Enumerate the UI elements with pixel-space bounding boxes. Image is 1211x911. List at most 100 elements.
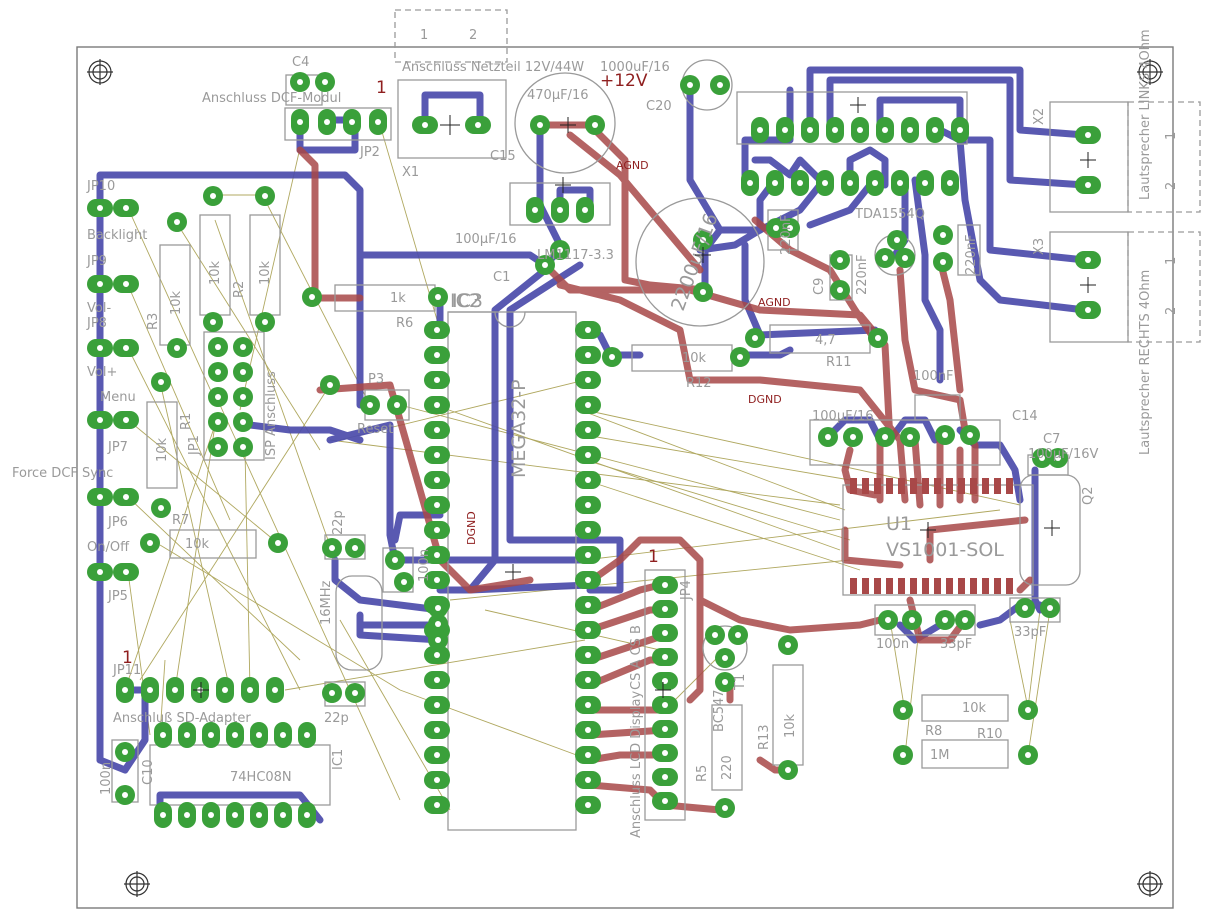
- pad-drill: [735, 632, 741, 638]
- pad-drill: [329, 690, 335, 696]
- pad-drill: [722, 655, 728, 661]
- origin-markers: [193, 97, 1096, 698]
- pad-drill: [1085, 182, 1091, 188]
- u1-label: U1: [886, 513, 912, 535]
- jp9-label: JP9: [86, 254, 107, 269]
- pad-drill: [375, 119, 381, 125]
- pad-drill: [1022, 605, 1028, 611]
- pad-drill: [900, 752, 906, 758]
- pad-drill: [434, 677, 440, 683]
- dgnd-label-2: DGND: [465, 511, 478, 545]
- u1-smd-pad: [898, 478, 905, 494]
- r3-value: 10k: [169, 290, 184, 315]
- pad-drill: [1085, 257, 1091, 263]
- speaker-right-label: Lautsprecher RECHTS 4Ohm: [1138, 270, 1153, 455]
- pad-drill: [897, 180, 903, 186]
- mega-label: MEGA32-P: [508, 379, 530, 478]
- pad-drill: [837, 257, 843, 263]
- pad-drill: [434, 377, 440, 383]
- pad-drill: [907, 434, 913, 440]
- pad-drill: [875, 335, 881, 341]
- r11-label: R11: [826, 355, 852, 370]
- pad-drill: [208, 812, 214, 818]
- pad-drill: [97, 569, 103, 575]
- u1-smd-pad: [934, 578, 941, 594]
- pad-drill: [422, 122, 428, 128]
- pad-drill: [837, 287, 843, 293]
- c-470uf-label: 470µF/16: [527, 88, 588, 103]
- force-dcf-label: Force DCF Sync: [12, 466, 113, 481]
- r6-value: 1k: [390, 291, 406, 306]
- pad-drill: [434, 752, 440, 758]
- pad-drill: [797, 180, 803, 186]
- pad-drill: [210, 319, 216, 325]
- pad-drill: [537, 122, 543, 128]
- u1-smd-pad: [982, 478, 989, 494]
- pad-drill: [737, 354, 743, 360]
- x3-pin1: 1: [1164, 257, 1179, 265]
- pad-drill: [147, 687, 153, 693]
- c7-label: C7: [1043, 432, 1060, 447]
- pad-drill: [907, 127, 913, 133]
- pad-drill: [434, 577, 440, 583]
- pad-drill: [585, 777, 591, 783]
- vol-plus-label: Vol+: [87, 365, 117, 380]
- pad-drill: [297, 119, 303, 125]
- pad-drill: [232, 812, 238, 818]
- pad-drill: [585, 752, 591, 758]
- u1-smd-pad: [922, 478, 929, 494]
- pad-drill: [822, 180, 828, 186]
- u1-smd-pad: [886, 578, 893, 594]
- pad-drill: [585, 602, 591, 608]
- pad-drill: [662, 582, 668, 588]
- t1-value: BC547: [712, 689, 727, 732]
- pad-drill: [123, 417, 129, 423]
- pad-drill: [322, 79, 328, 85]
- onoff-label: On/Off: [87, 540, 130, 555]
- u1-smd-pad: [862, 478, 869, 494]
- u1-smd-pad: [934, 478, 941, 494]
- regulator-label: LM1117-3.3: [537, 248, 614, 263]
- c22p-b: 22p: [324, 711, 349, 726]
- pad-drill: [240, 394, 246, 400]
- pad-drill: [262, 319, 268, 325]
- x2-pin2: 2: [1164, 182, 1179, 190]
- ic1-value: 74HC08N: [230, 770, 292, 785]
- u1-smd-pad: [970, 478, 977, 494]
- pad-drill: [585, 627, 591, 633]
- agnd-label-1: AGND: [616, 159, 649, 172]
- pad-drill: [123, 205, 129, 211]
- r12-value: 10k: [682, 351, 707, 366]
- pad-drill: [215, 394, 221, 400]
- c33pf-a: 33pF: [1014, 625, 1046, 640]
- r3-label: R3: [146, 313, 161, 330]
- pad-drill: [857, 127, 863, 133]
- pad-drill: [97, 345, 103, 351]
- pad-drill: [215, 369, 221, 375]
- pad-drill: [1085, 307, 1091, 313]
- pad-drill: [585, 327, 591, 333]
- pad-drill: [662, 798, 668, 804]
- pad-drill: [184, 732, 190, 738]
- pad-drill: [662, 702, 668, 708]
- backlight-label: Backlight: [87, 228, 147, 243]
- pad-drill: [256, 732, 262, 738]
- jp8-label: JP8: [86, 316, 107, 331]
- pad-drill: [532, 207, 538, 213]
- pad-drill: [434, 402, 440, 408]
- pad-drill: [158, 379, 164, 385]
- u1-smd-pad: [982, 578, 989, 594]
- pad-drill: [329, 545, 335, 551]
- u1-smd-pad: [850, 578, 857, 594]
- jp4-pins: CS A CS B: [629, 625, 644, 690]
- pad-drill: [662, 606, 668, 612]
- u1-smd-pad: [1006, 578, 1013, 594]
- jp11-label: JP11: [112, 663, 141, 678]
- pad-drill: [882, 255, 888, 261]
- pad-drill: [882, 434, 888, 440]
- pad-drill: [174, 345, 180, 351]
- pad-drill: [940, 232, 946, 238]
- r5-label: R5: [695, 765, 710, 782]
- r8-label: R8: [925, 724, 942, 739]
- pad-drill: [434, 652, 440, 658]
